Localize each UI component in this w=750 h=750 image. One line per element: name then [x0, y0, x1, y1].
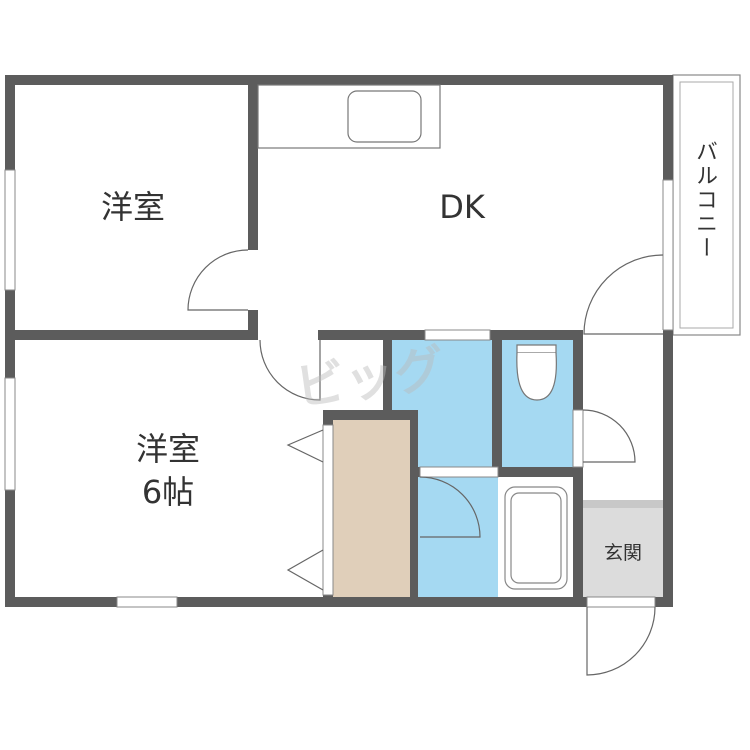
entrance-step: [583, 500, 663, 508]
window-left-top: [4, 169, 16, 291]
room-label-western-top: 洋室: [101, 188, 165, 226]
toilet-icon: [516, 344, 557, 401]
entrance-area: [583, 500, 663, 597]
window-washroom: [424, 329, 491, 341]
room-label-western-bottom: 洋室: [136, 430, 200, 468]
closet-area: [333, 420, 410, 597]
balcony: [672, 74, 741, 336]
room-label-balcony: バルコニー: [692, 140, 717, 260]
room-size-western-bottom: 6帖: [142, 473, 194, 511]
sink: [347, 90, 422, 143]
door-swings: [187, 249, 664, 676]
window-balcony: [662, 179, 674, 331]
bathtub: [504, 486, 568, 590]
window-left-bottom: [4, 377, 16, 491]
room-label-entrance: 玄関: [604, 542, 642, 564]
room-label-dk: DK: [439, 188, 486, 226]
window-bottom: [116, 596, 178, 608]
washroom-lower-area: [418, 467, 498, 597]
